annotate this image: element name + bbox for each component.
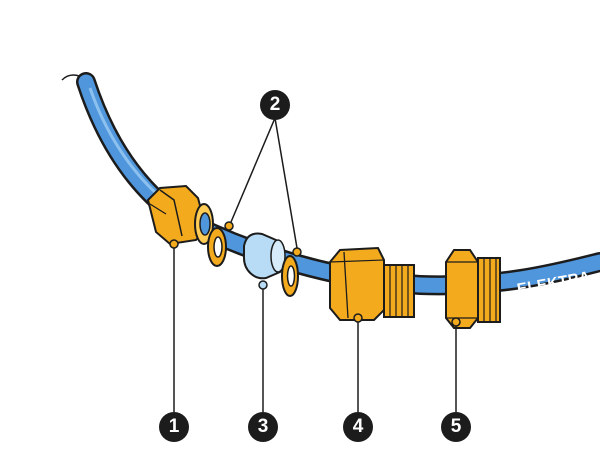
callout-badge-3: 3 bbox=[248, 412, 278, 442]
callout-badge-1: 1 bbox=[159, 412, 189, 442]
male-connector bbox=[445, 249, 501, 329]
callout-badge-2: 2 bbox=[260, 90, 290, 120]
callout-badge-4: 4 bbox=[343, 412, 373, 442]
leader-lines bbox=[173, 117, 457, 412]
callout-badge-5: 5 bbox=[441, 412, 471, 442]
hex-nut-fitting bbox=[146, 184, 214, 249]
threaded-union-nut bbox=[329, 246, 415, 323]
olive-ferrule bbox=[243, 232, 286, 290]
washer-left bbox=[207, 221, 234, 267]
